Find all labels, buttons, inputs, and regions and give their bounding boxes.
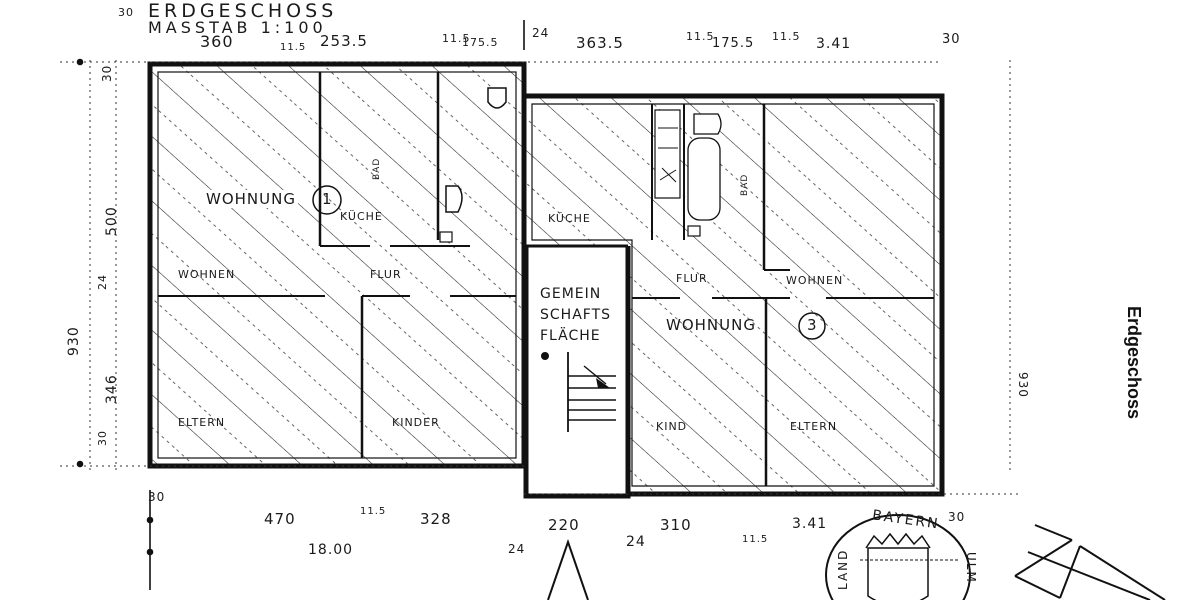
dim-top-2: 11.5 [280,42,307,53]
dim-top-5: 175.5 [462,36,499,49]
dim-top-3: 253.5 [320,32,368,50]
apt3-parents-label: ELTERN [790,420,838,433]
apartment-1-label: WOHNUNG [204,190,298,208]
dim-left-4: 30 [96,430,109,446]
stamp-left-text: LAND [836,548,850,590]
dim-left-2: 24 [96,274,109,290]
apt3-bath-label: BAD [740,173,750,196]
dim-top-8: 11.5 [686,30,715,43]
apt1-children-label: KINDER [392,416,440,429]
apt1-parents-label: ELTERN [178,416,226,429]
dim-bottom-total: 18.00 [308,542,354,558]
roof-sketch [1014,524,1166,600]
dim-bottom-5: 24 [626,534,646,550]
common-area-line1: GEMEIN [540,286,602,302]
dim-bottom-8: 3.41 [792,516,828,532]
dim-bottom-7: 11.5 [742,534,769,545]
dim-top-7: 363.5 [576,34,624,52]
dim-bottom-6: 310 [660,516,692,534]
dim-right-total: 930 [1016,372,1030,398]
dim-bottom-2: 11.5 [360,506,387,517]
apartment-label-text: WOHNUNG [206,190,296,208]
apt3-kitchen-label: KÜCHE [548,212,591,225]
apartment-3-label: WOHNUNG [666,316,756,334]
dim-left-3: 346 [104,374,120,404]
common-area-label: GEMEIN SCHAFTS FLÄCHE [540,284,611,347]
dim-top-10: 11.5 [772,30,801,43]
apartment-label-text: WOHNUNG [666,316,756,334]
common-area-line2: SCHAFTS [540,307,612,323]
plan-title: ERDGESCHOSS [148,0,338,22]
common-area-outline [523,244,631,499]
dim-bottom-0: 30 [148,490,166,504]
dim-top-4: 11.5 [442,32,471,45]
apartment-3-number: 3 [807,316,818,334]
common-area-line3: FLÄCHE [540,328,601,344]
dim-bottom-9: 30 [948,510,966,524]
stamp-right-text: ULM [964,552,978,584]
apt3-children-label: KIND [656,420,688,433]
side-label: Erdgeschoss [1124,306,1144,420]
dim-bottom-4: 220 [548,516,580,534]
dim-top-12: 30 [942,32,961,47]
plan-scale: MASSTAB 1:100 [148,18,327,37]
apt3-hall-label: FLUR [676,272,708,285]
dim-left-0: 30 [100,64,114,82]
apt1-hall-label: FLUR [370,268,402,281]
dim-bottom-extra: 24 [508,542,526,556]
apartment-1-outline [147,61,527,469]
apt3-living-label: WOHNEN [786,274,844,287]
dim-bottom-1: 470 [264,510,296,528]
dim-bottom-3: 328 [420,510,452,528]
dim-top-0: 30 [118,6,134,19]
dim-top-9: 175.5 [712,36,755,51]
dim-left-1: 500 [104,206,120,236]
dim-top-11: 3.41 [816,36,852,52]
dimension-lines [60,60,1020,495]
dim-left-total: 930 [66,326,82,356]
apt1-living-label: WOHNEN [178,268,236,281]
dim-top-6: 24 [532,26,550,40]
apartment-1-number: 1 [322,190,333,208]
north-arrow [547,538,589,600]
apt1-bath-label: BAD [372,157,382,180]
dim-top-1: 360 [200,32,234,51]
apt1-kitchen-label: KÜCHE [340,210,383,223]
official-stamp [825,514,971,600]
